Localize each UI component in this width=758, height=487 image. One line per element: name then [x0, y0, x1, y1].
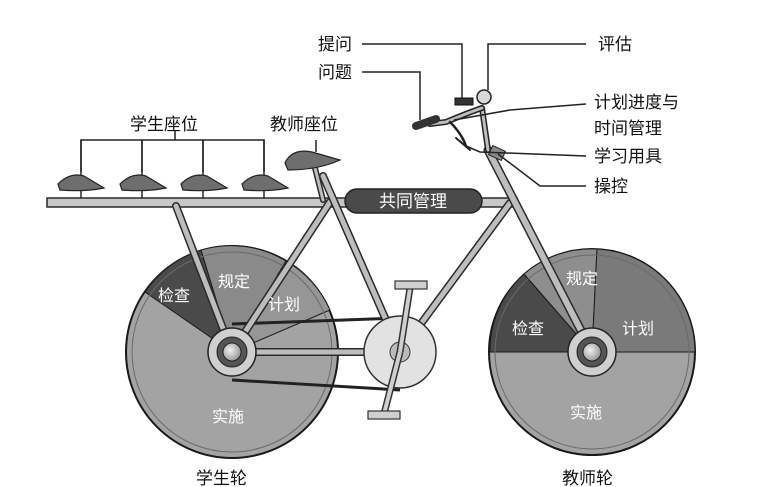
teacher-wheel-segment-jihua	[591, 248, 696, 353]
handlebar	[412, 89, 507, 162]
crank-assembly	[363, 280, 437, 420]
student-wheel-label-guiding: 规定	[218, 272, 250, 291]
teacher-wheel-label-jiancha: 检查	[512, 319, 544, 338]
label-tiwen: 提问	[318, 35, 352, 55]
student-seats	[57, 174, 290, 192]
teacher-wheel-label-jihua: 计划	[622, 319, 654, 338]
student-wheel-segment-guiding	[200, 245, 287, 354]
teacher-wheel-label-shishi: 实施	[570, 403, 602, 422]
label-control: 操控	[594, 177, 628, 197]
shared-management-badge: 共同管理	[344, 188, 483, 214]
student-wheel-hub	[207, 327, 257, 377]
teacher-wheel	[488, 248, 696, 456]
student-wheel-label-jihua: 计划	[268, 295, 300, 314]
student-wheel-label-jiancha: 检查	[158, 286, 190, 305]
label-wenti: 问题	[318, 63, 352, 83]
label-time-management: 时间管理	[594, 119, 662, 139]
teacher-wheel-label-guiding: 规定	[566, 269, 598, 288]
chain	[231, 316, 401, 392]
student-seat-3	[180, 174, 229, 192]
teacher-wheel-hub	[567, 327, 617, 377]
label-teacher-seat: 教师座位	[270, 115, 338, 135]
label-study-tools: 学习用具	[594, 147, 662, 167]
teacher-wheel-segment-jiancha	[489, 273, 594, 353]
shared-management-label: 共同管理	[379, 192, 447, 212]
label-plan-progress: 计划进度与	[594, 93, 679, 113]
student-seat-2	[119, 174, 168, 192]
student-wheel-caption: 学生轮	[196, 469, 247, 487]
student-wheel-segment-jiancha	[144, 249, 233, 354]
student-seat-4	[241, 174, 290, 192]
label-student-seats: 学生座位	[130, 115, 198, 135]
label-pinggu: 评估	[598, 35, 632, 55]
teacher-wheel-caption: 教师轮	[562, 469, 613, 487]
student-wheel-label-shishi: 实施	[212, 407, 244, 426]
pedal-top	[394, 280, 428, 290]
student-seat-1	[57, 174, 106, 192]
pedal-bottom	[367, 410, 401, 420]
teacher-seat	[284, 150, 342, 171]
callout-lines	[80, 43, 587, 187]
